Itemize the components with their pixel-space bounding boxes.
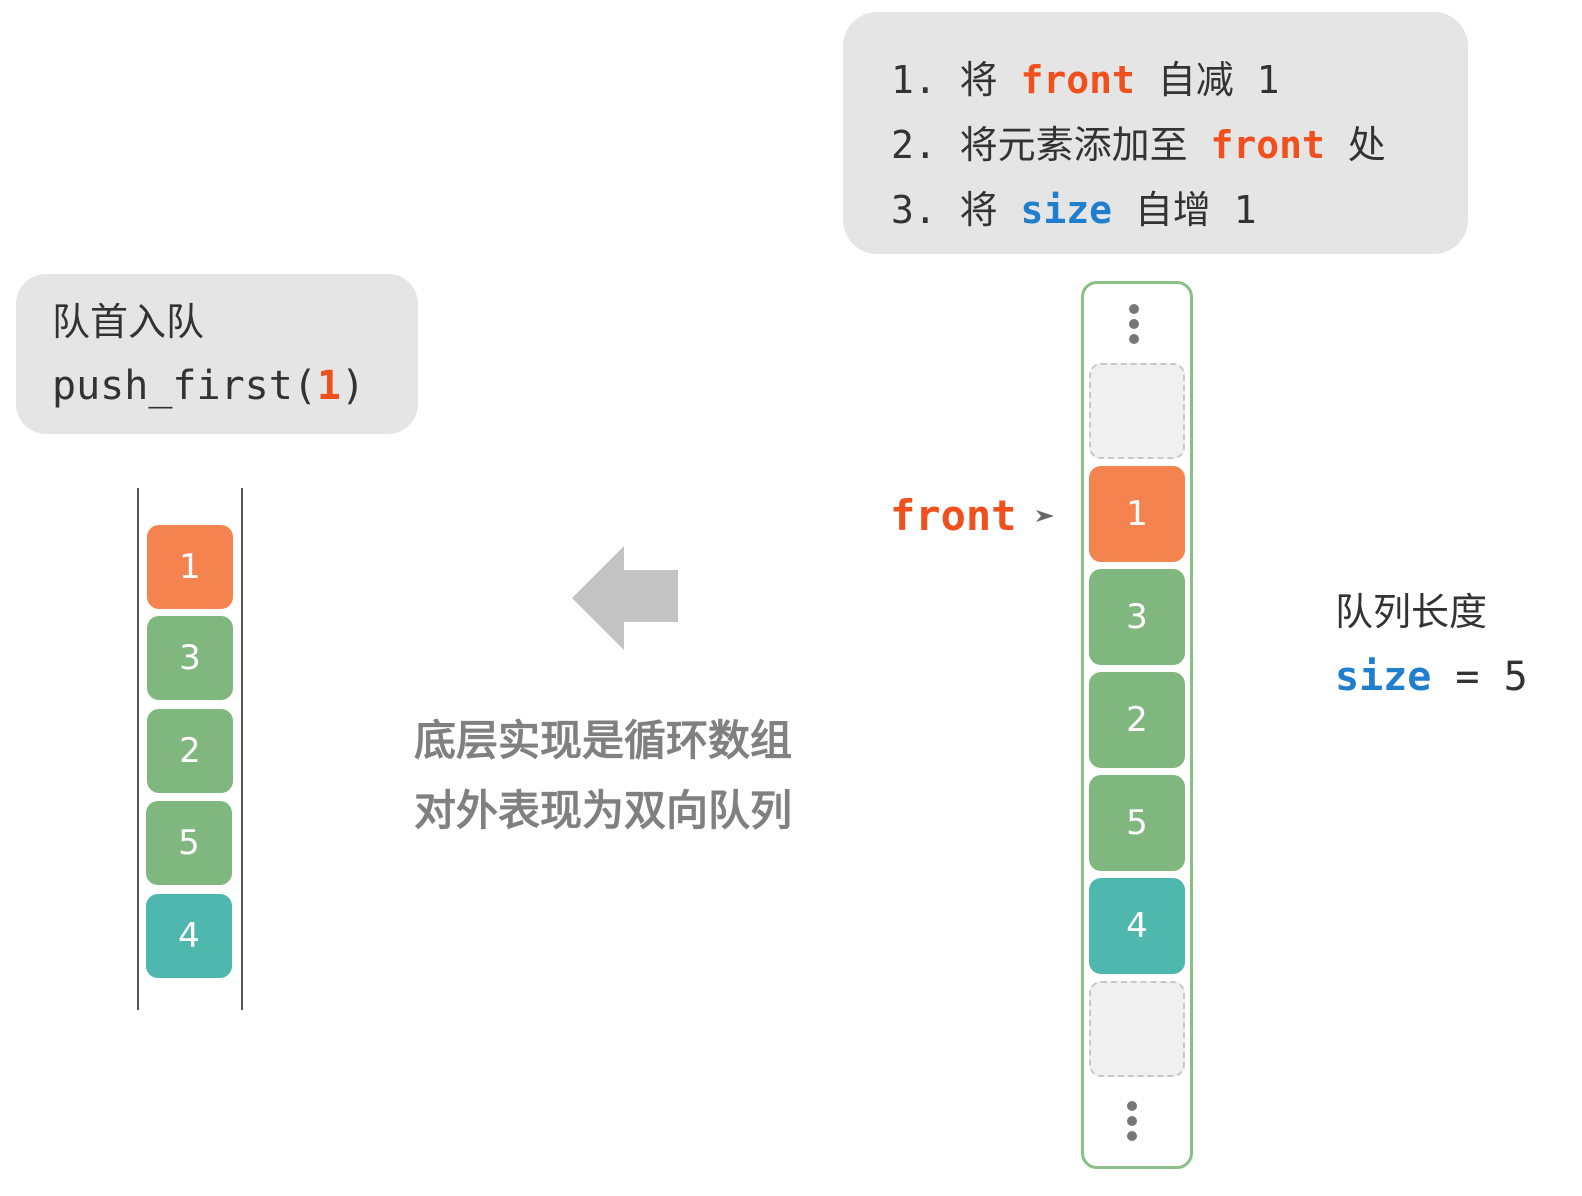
ellipsis-bottom-icon: [1127, 1101, 1137, 1146]
length-value: size = 5: [1335, 654, 1528, 700]
steps-box: 1. 将 front 自减 1 2. 将元素添加至 front 处 3. 将 s…: [843, 12, 1468, 254]
size-keyword: size: [1020, 188, 1113, 232]
deque-right-rail: [241, 488, 243, 1010]
deque-cell: 1: [147, 525, 233, 609]
array-cell: 2: [1089, 672, 1185, 768]
pointer-arrow-icon: [1036, 510, 1054, 522]
operation-call: push_first(1): [52, 363, 366, 409]
caption-line-2: 对外表现为双向队列: [414, 786, 793, 835]
ellipsis-top-icon: [1129, 304, 1139, 349]
step-1: 1. 将 front 自减 1: [891, 58, 1280, 102]
array-cell: 1: [1089, 466, 1185, 562]
caption-line-1: 底层实现是循环数组: [414, 716, 793, 765]
deque-cell: 5: [146, 801, 232, 885]
array-cell: 4: [1089, 878, 1185, 974]
front-keyword: front: [1210, 123, 1325, 167]
front-label: front: [890, 491, 1017, 540]
front-keyword: front: [1020, 58, 1135, 102]
operation-title: 队首入队: [52, 300, 205, 344]
left-arrow-icon: [572, 546, 678, 650]
length-title: 队列长度: [1335, 590, 1488, 634]
array-cell-empty: [1089, 363, 1185, 459]
step-2: 2. 将元素添加至 front 处: [891, 123, 1386, 167]
array-cell-empty: [1089, 981, 1185, 1077]
array-cell: 3: [1089, 569, 1185, 665]
deque-left-rail: [137, 488, 139, 1010]
deque-cell: 4: [146, 894, 232, 978]
step-3: 3. 将 size 自增 1: [891, 188, 1257, 232]
deque-cell: 2: [147, 709, 233, 793]
operation-box: 队首入队 push_first(1): [16, 274, 418, 434]
array-cell: 5: [1089, 775, 1185, 871]
deque-cell: 3: [147, 616, 233, 700]
